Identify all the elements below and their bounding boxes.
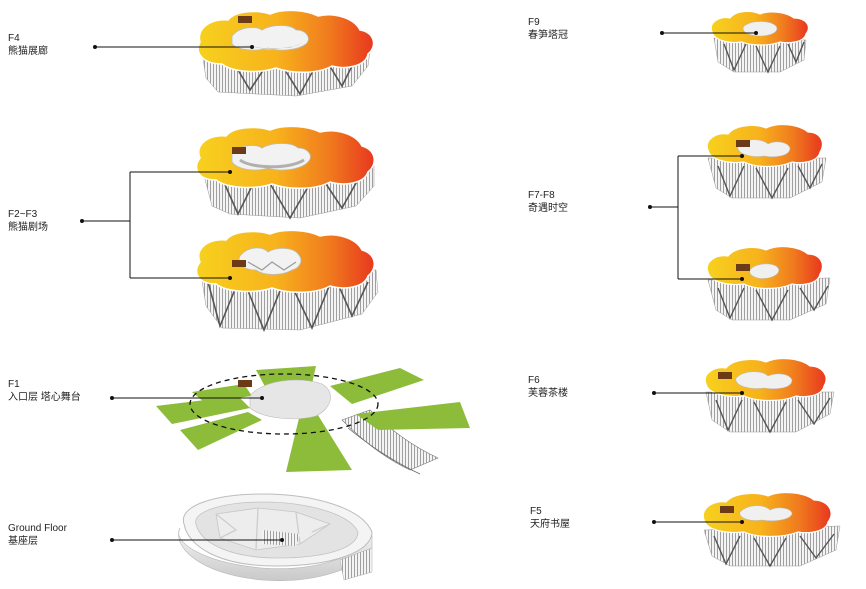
f3-floor-model [195,229,379,333]
label-f5: F5 天府书屋 [530,505,570,531]
label-f9-name: 春笋塔冠 [528,30,568,41]
label-f2f3-code: F2~F3 [8,209,38,220]
label-f9-code: F9 [528,17,540,28]
label-ground-name: 基座层 [8,536,38,547]
label-f1: F1 入口层 塔心舞台 [8,378,81,404]
label-ground: Ground Floor 基座层 [8,522,67,548]
f7-floor-model [706,245,831,322]
label-f9: F9 春笋塔冠 [528,16,568,42]
f9-floor-model [710,10,809,74]
f4-floor-model [197,9,375,97]
label-f6: F6 芙蓉茶楼 [528,374,568,400]
label-f2f3-name: 熊猫剧场 [8,222,48,233]
label-f7f8-name: 奇遇时空 [528,203,568,214]
label-f1-code: F1 [8,379,20,390]
leader-lines [80,31,758,542]
label-f5-code: F5 [530,506,542,517]
f1-floor-model [156,366,470,475]
label-ground-code: Ground Floor [8,523,67,534]
label-f2f3: F2~F3 熊猫剧场 [8,208,48,234]
label-f7f8-code: F7-F8 [528,190,555,201]
label-f7f8: F7-F8 奇遇时空 [528,189,568,215]
f8-floor-model [706,123,827,200]
label-f4: F4 熊猫展廊 [8,32,48,58]
label-f6-name: 芙蓉茶楼 [528,388,568,399]
f5-floor-model [702,491,841,568]
label-f1-name: 入口层 塔心舞台 [8,392,81,403]
f2-floor-model [195,125,375,220]
label-f6-code: F6 [528,375,540,386]
f6-floor-model [704,357,835,434]
label-f5-name: 天府书屋 [530,519,570,530]
label-f4-code: F4 [8,33,20,44]
label-f4-name: 熊猫展廊 [8,46,48,57]
ground-floor-model [178,493,373,581]
